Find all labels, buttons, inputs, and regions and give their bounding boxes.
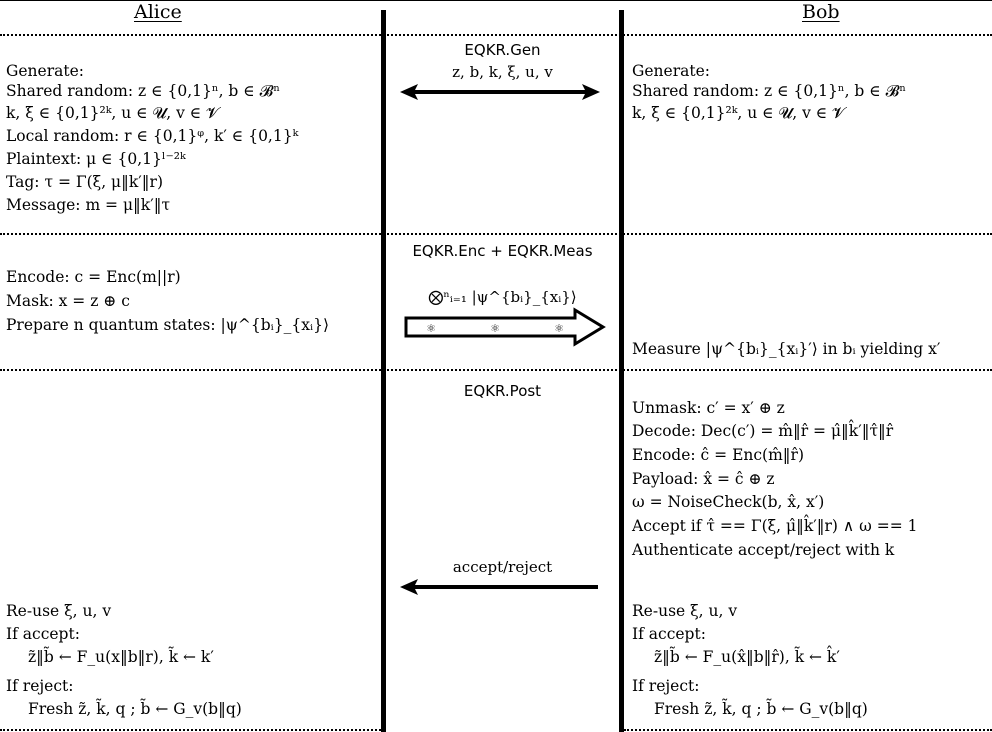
bob-post-line: ω = NoiseCheck(b, x̂, x′)	[632, 493, 825, 511]
bob-measure-line: Measure |ψ^{bᵢ}_{xᵢ}′⟩ in bᵢ yielding x′	[632, 340, 941, 358]
row-separator-2	[0, 233, 992, 235]
qubit-icon: ⚛	[490, 322, 500, 335]
gen-message-label: z, b, k, ξ, u, v	[452, 63, 553, 81]
bob-gen-line: k, ξ ∈ {0,1}²ᵏ, u ∈ 𝓤, v ∈ 𝓥	[632, 104, 846, 122]
accept-reject-message-label: accept/reject	[452, 558, 553, 576]
alice-enc-line: Mask: x = z ⊕ c	[6, 292, 130, 310]
phase-label-enc-meas: EQKR.Enc + EQKR.Meas	[412, 242, 593, 260]
alice-gen-line: Generate:	[6, 62, 84, 80]
bottom-dotted-right	[624, 729, 992, 731]
alice-enc-line: Prepare n quantum states: |ψ^{bᵢ}_{xᵢ}⟩	[6, 316, 329, 334]
bob-reuse-line: Re-use ξ, u, v	[632, 602, 738, 620]
row-separator-1	[0, 34, 992, 36]
bob-reuse-line: Fresh z̃, k̃, q ; b̃ ← G_v(b‖q)	[654, 700, 868, 718]
alice-gen-line: Local random: r ∈ {0,1}ᵠ, k′ ∈ {0,1}ᵏ	[6, 127, 299, 145]
bob-post-line: Accept if τ̂ == Γ(ξ, μ̂‖k̂′‖r) ∧ ω == 1	[632, 517, 918, 535]
bob-header: Bob	[802, 1, 840, 23]
left-divider	[381, 10, 386, 732]
qubit-icon: ⚛	[426, 322, 436, 335]
alice-gen-line: Plaintext: μ ∈ {0,1}ˡ⁻²ᵏ	[6, 150, 186, 168]
bob-post-line: Unmask: c′ = x′ ⊕ z	[632, 399, 785, 417]
alice-reuse-line: Re-use ξ, u, v	[6, 602, 112, 620]
phase-label-post: EQKR.Post	[463, 382, 542, 400]
bob-reuse-line: If reject:	[632, 677, 700, 695]
alice-gen-line: Message: m = μ‖k′‖τ	[6, 196, 171, 214]
bob-gen-line: Generate:	[632, 62, 710, 80]
quantum-message-label: ⨂ⁿᵢ₌₁ |ψ^{bᵢ}_{xᵢ}⟩	[428, 288, 577, 306]
qubit-icon: ⚛	[554, 322, 564, 335]
quantum-states-arrow: ⚛ ⚛ ⚛	[404, 307, 606, 347]
alice-header: Alice	[134, 1, 182, 23]
bob-gen-line: Shared random: z ∈ {0,1}ⁿ, b ∈ 𝓑ⁿ	[632, 82, 907, 100]
alice-reuse-line: If accept:	[6, 625, 80, 643]
bob-post-line: Encode: ĉ = Enc(m̂‖r̂)	[632, 446, 805, 464]
bob-post-line: Authenticate accept/reject with k	[632, 541, 895, 559]
right-divider	[619, 10, 624, 732]
alice-gen-line: k, ξ ∈ {0,1}²ᵏ, u ∈ 𝓤, v ∈ 𝓥	[6, 104, 220, 122]
phase-label-gen: EQKR.Gen	[464, 41, 541, 59]
alice-reuse-line: If reject:	[6, 677, 74, 695]
alice-gen-line: Shared random: z ∈ {0,1}ⁿ, b ∈ 𝓑ⁿ	[6, 82, 281, 100]
row-separator-3	[0, 369, 992, 371]
alice-reuse-line: Fresh z̃, k̃, q ; b̃ ← G_v(b‖q)	[28, 700, 242, 718]
alice-enc-line: Encode: c = Enc(m||r)	[6, 268, 181, 286]
alice-gen-line: Tag: τ = Γ(ξ, μ‖k′‖r)	[6, 173, 163, 191]
bob-reuse-line: z̃‖b̃ ← F_u(x̂‖b‖r̂), k̃ ← k̂′	[654, 648, 840, 666]
bob-post-line: Payload: x̂ = ĉ ⊕ z	[632, 470, 775, 488]
gen-double-arrow	[400, 84, 600, 100]
bob-post-line: Decode: Dec(c′) = m̂‖r̂ = μ̂‖k̂′‖τ̂‖r̂	[632, 422, 894, 440]
top-rule	[0, 0, 992, 1]
bottom-dotted-left	[0, 729, 381, 731]
alice-reuse-line: z̃‖b̃ ← F_u(x‖b‖r), k̃ ← k′	[28, 648, 214, 666]
bob-reuse-line: If accept:	[632, 625, 706, 643]
accept-reject-arrow	[400, 579, 598, 595]
